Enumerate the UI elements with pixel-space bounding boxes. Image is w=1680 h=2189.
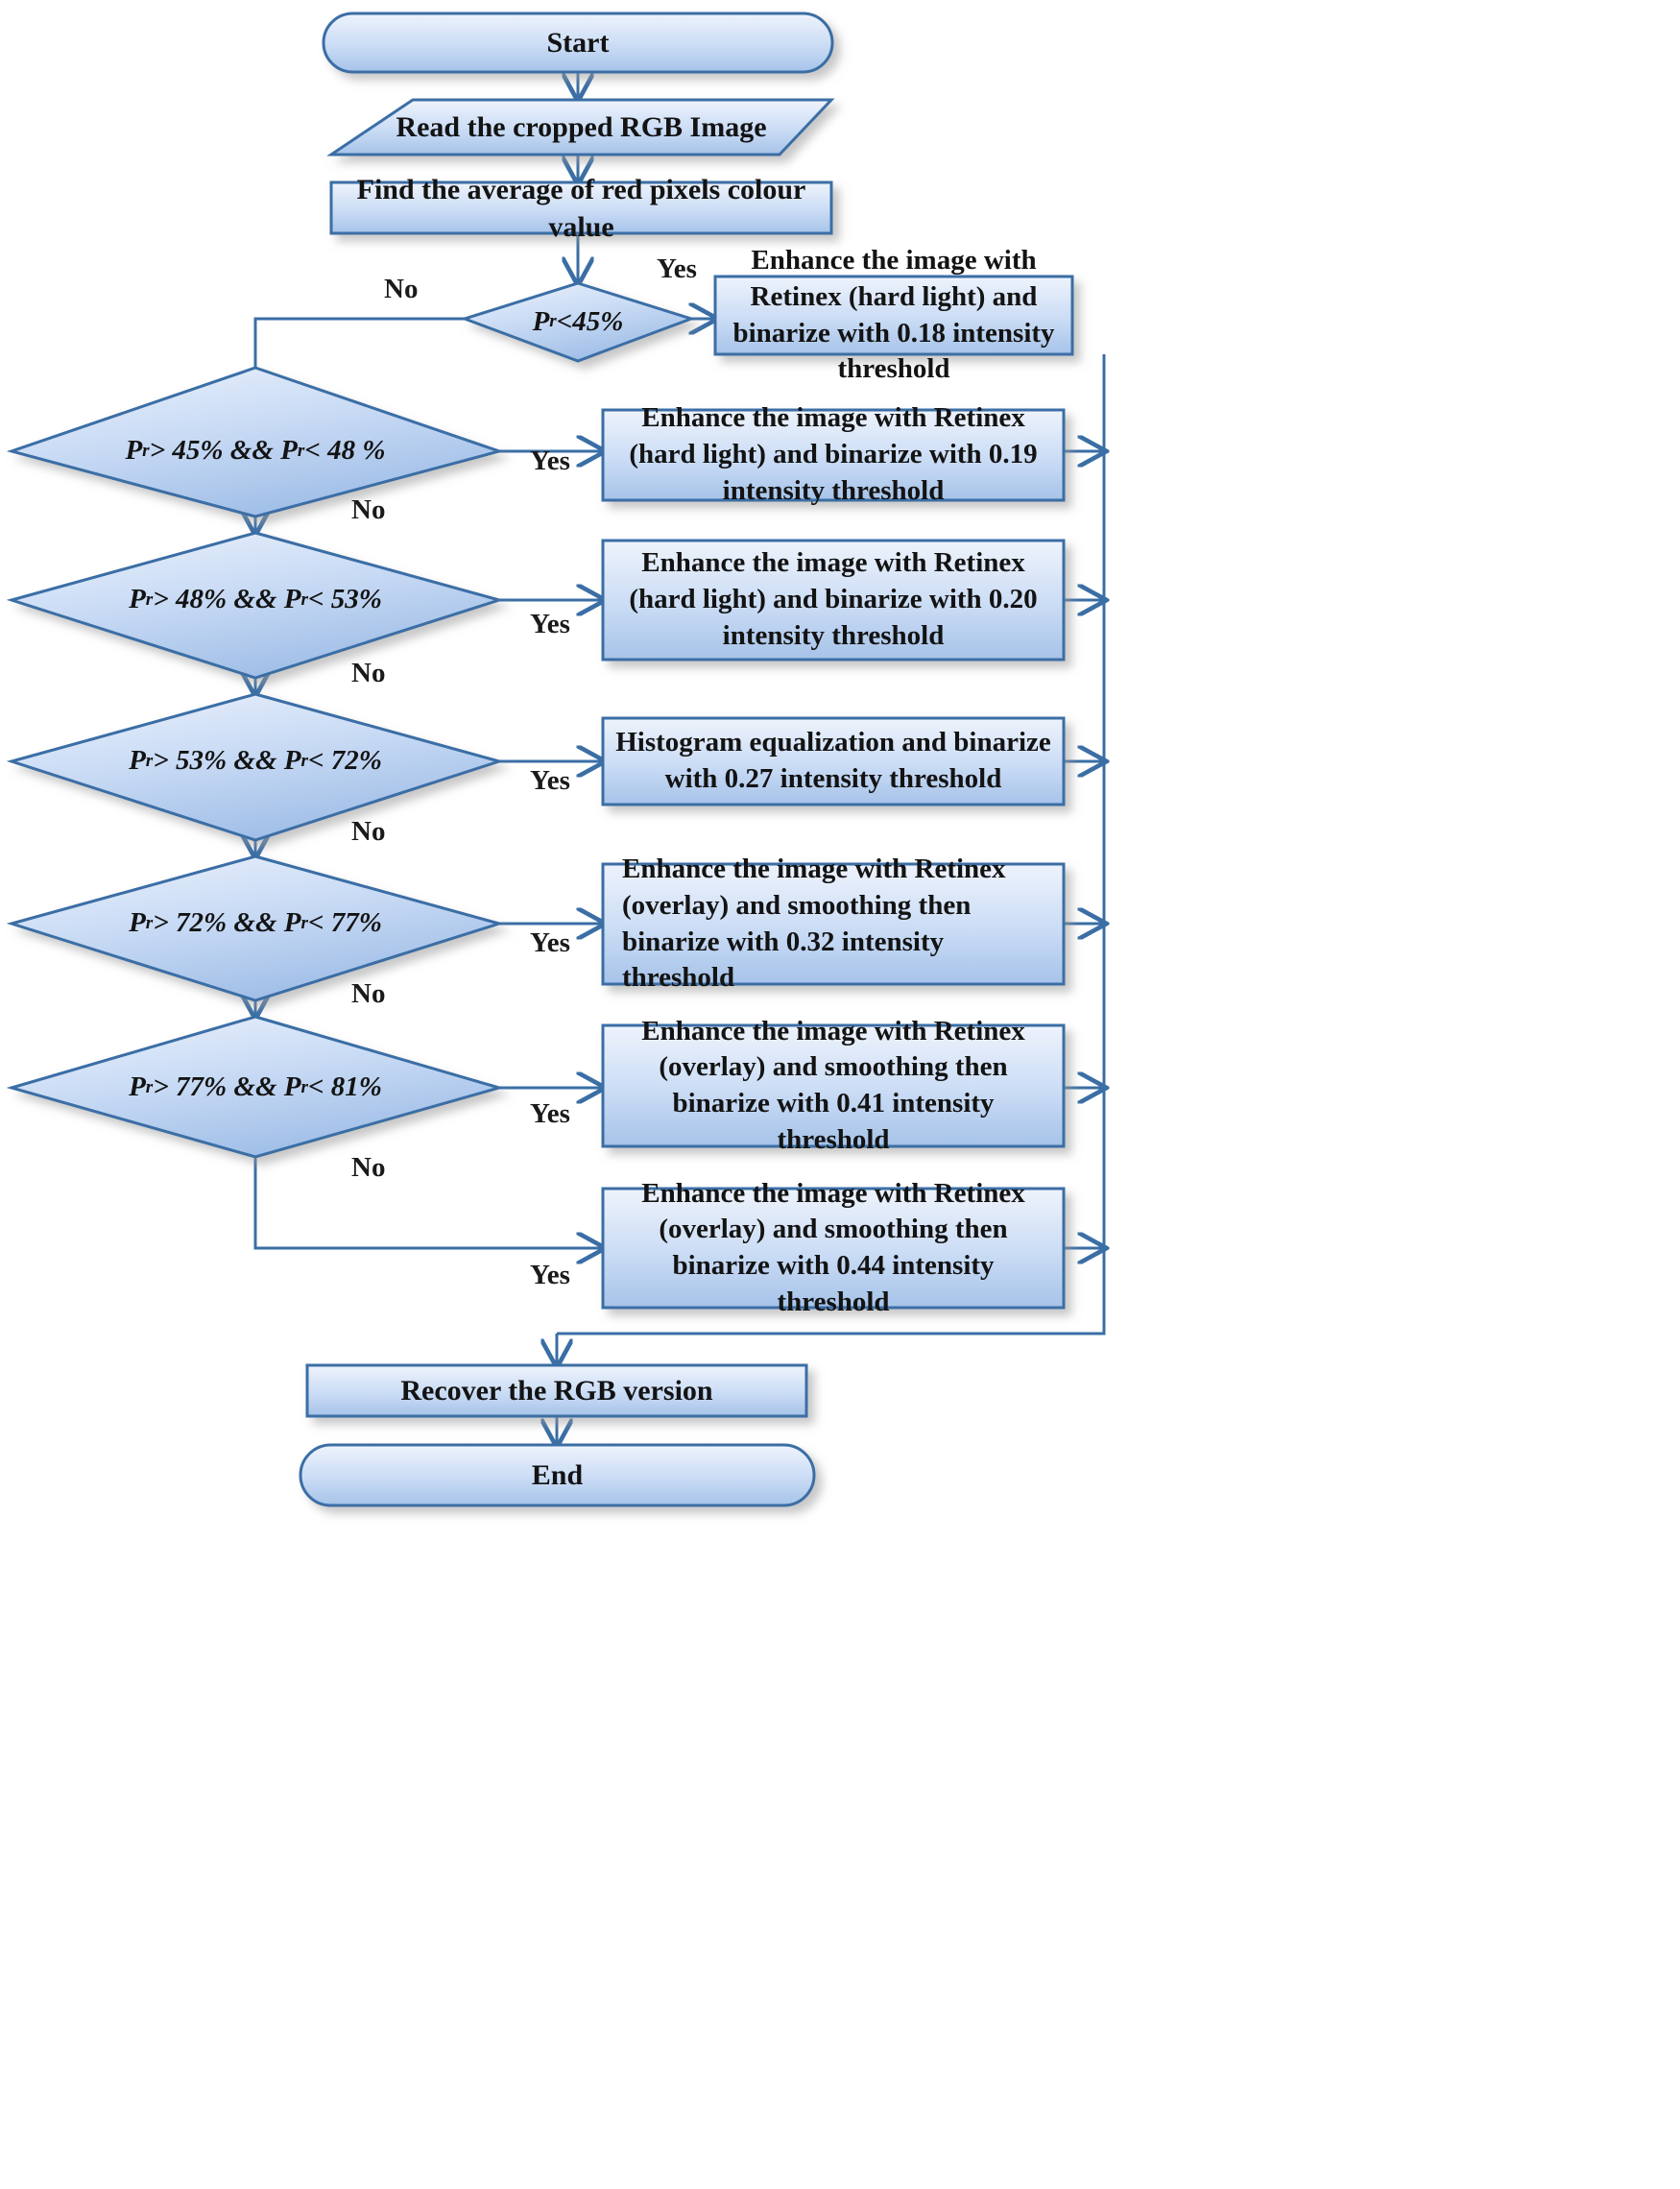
node-action-7 — [601, 1187, 1066, 1310]
node-start — [322, 12, 834, 74]
node-decision-3 — [6, 531, 505, 680]
node-action-4 — [601, 716, 1066, 806]
edge-label-d2-yes: Yes — [530, 445, 570, 476]
edge-d6-no-to-fallback — [253, 1157, 603, 1248]
edge-label-d4-no: No — [351, 816, 386, 847]
node-decision-1 — [460, 281, 696, 363]
node-recover — [305, 1363, 808, 1418]
node-end — [299, 1443, 816, 1507]
node-decision-5 — [6, 854, 505, 1002]
node-find-average — [329, 180, 833, 235]
edge-label-fallback-yes: Yes — [530, 1260, 570, 1290]
edge-label-d3-no: No — [351, 658, 386, 688]
node-action-5 — [601, 862, 1066, 986]
edge-label-d3-yes: Yes — [530, 609, 570, 639]
edge-label-d5-no: No — [351, 978, 386, 1009]
rail-right-actions — [557, 354, 1106, 1335]
node-decision-4 — [6, 692, 505, 842]
node-decision-6 — [6, 1015, 505, 1159]
edge-label-d2-no: No — [351, 494, 386, 525]
edge-label-d1-no: No — [384, 274, 419, 304]
node-action-1 — [713, 275, 1074, 356]
edge-label-d5-yes: Yes — [530, 927, 570, 958]
edge-label-d4-yes: Yes — [530, 765, 570, 796]
node-action-3 — [601, 539, 1066, 662]
edge-d1-no-to-d2 — [253, 317, 465, 368]
node-action-6 — [601, 1023, 1066, 1148]
node-action-2 — [601, 408, 1066, 502]
node-read-image — [326, 98, 835, 156]
edge-label-d1-yes: Yes — [657, 253, 697, 284]
edge-label-d6-no: No — [351, 1152, 386, 1183]
node-decision-2 — [6, 366, 505, 518]
edge-label-d6-yes: Yes — [530, 1098, 570, 1129]
